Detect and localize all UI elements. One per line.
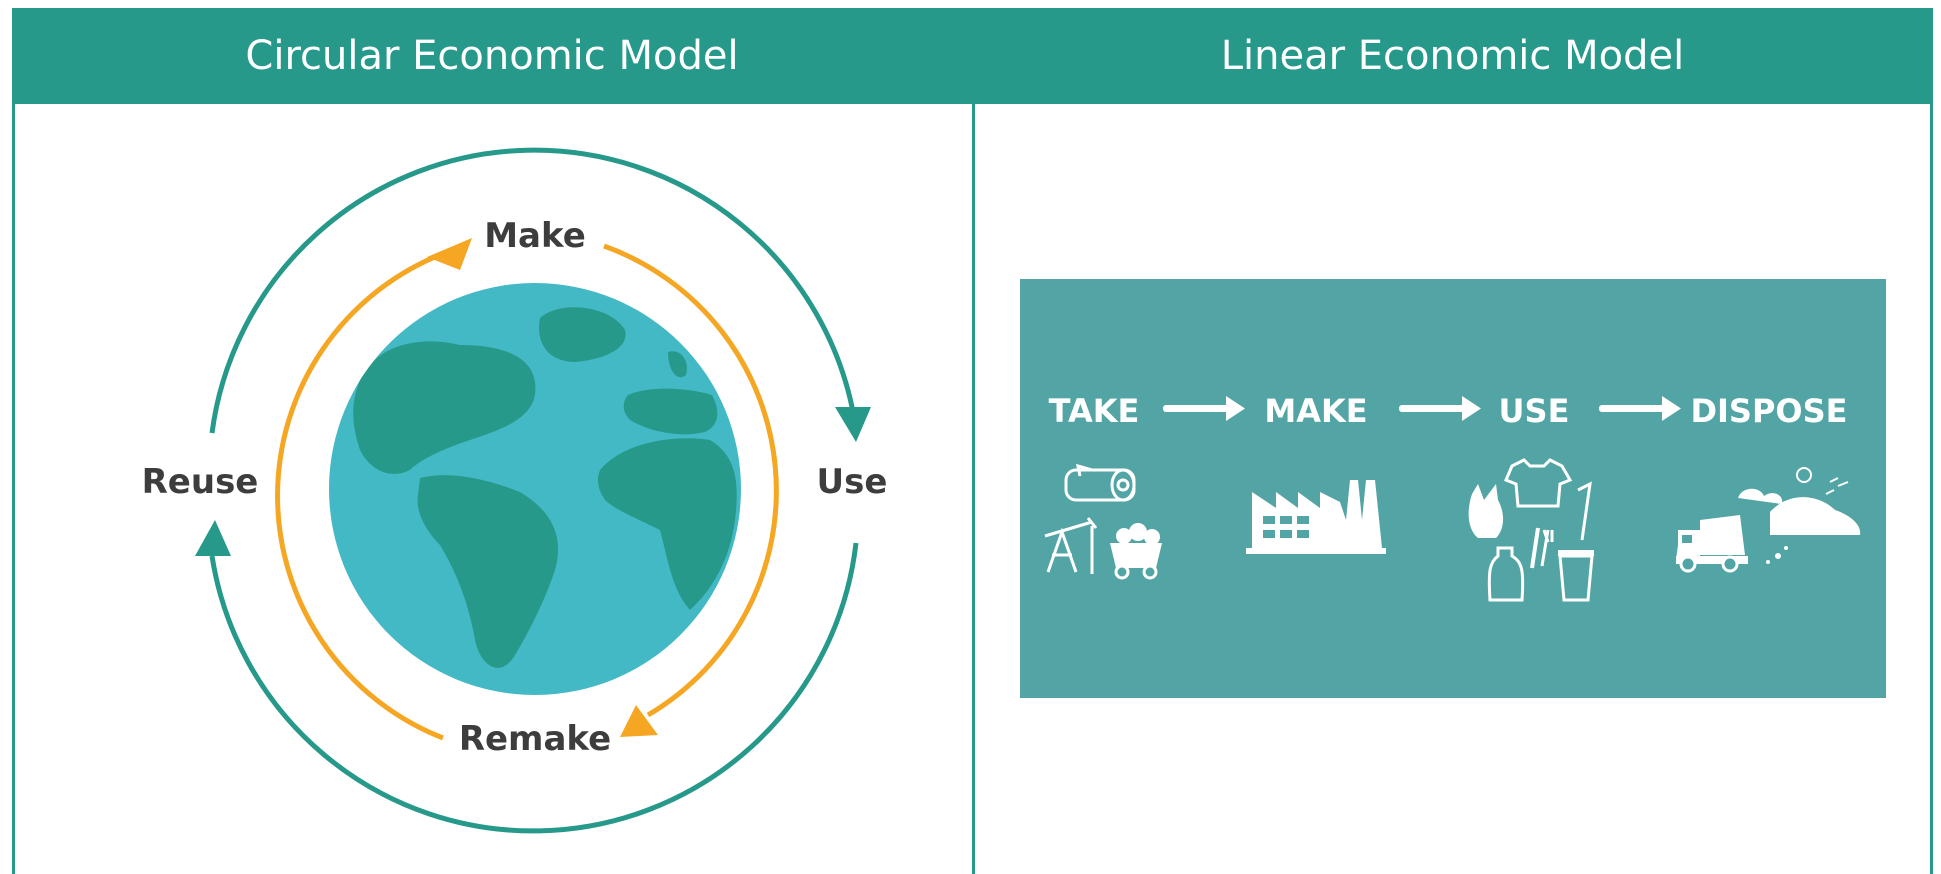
outer-arc-reuse-to-use	[209, 147, 857, 434]
mine-cart-icon	[1110, 523, 1162, 580]
log-icon	[1064, 463, 1136, 502]
circular-model-title: Circular Economic Model	[245, 33, 739, 79]
inner-arc-make-to-remake	[603, 243, 779, 718]
step-make: MAKE	[1264, 392, 1367, 430]
header-bar: Circular Economic Model Linear Economic …	[12, 8, 1933, 104]
label-use: Use	[817, 462, 888, 502]
linear-panel	[1020, 279, 1886, 698]
linear-diagram: TAKE MAKE USE DISPOSE	[1020, 279, 1886, 698]
inner-arrowhead-remake	[620, 705, 658, 737]
factory-icon	[1246, 480, 1386, 554]
diagram-frame	[12, 8, 1933, 874]
arrow-right-icon	[1399, 396, 1481, 421]
inner-arc-reuse-to-make	[275, 251, 444, 741]
outer-arc-use-to-reuse	[209, 542, 859, 834]
arrow-right-icon	[1599, 396, 1681, 421]
column-divider	[972, 104, 975, 874]
circular-diagram: Make Use Remake Reuse	[142, 147, 888, 834]
label-remake: Remake	[459, 719, 611, 759]
arrow-right-icon	[1163, 396, 1245, 421]
globe-icon	[329, 283, 741, 695]
outer-arrowhead-use	[835, 407, 871, 442]
label-reuse: Reuse	[142, 462, 259, 502]
step-use: USE	[1499, 392, 1570, 430]
garbage-truck-landfill-icon	[1676, 467, 1861, 573]
inner-arrowhead-make	[427, 238, 472, 270]
outer-arrowhead-reuse	[195, 520, 231, 556]
step-take: TAKE	[1049, 392, 1140, 430]
step-dispose: DISPOSE	[1690, 392, 1847, 430]
linear-model-title: Linear Economic Model	[1220, 33, 1685, 79]
oil-pump-icon	[1044, 517, 1098, 574]
consumer-goods-icon	[1468, 458, 1594, 602]
label-make: Make	[484, 216, 586, 256]
